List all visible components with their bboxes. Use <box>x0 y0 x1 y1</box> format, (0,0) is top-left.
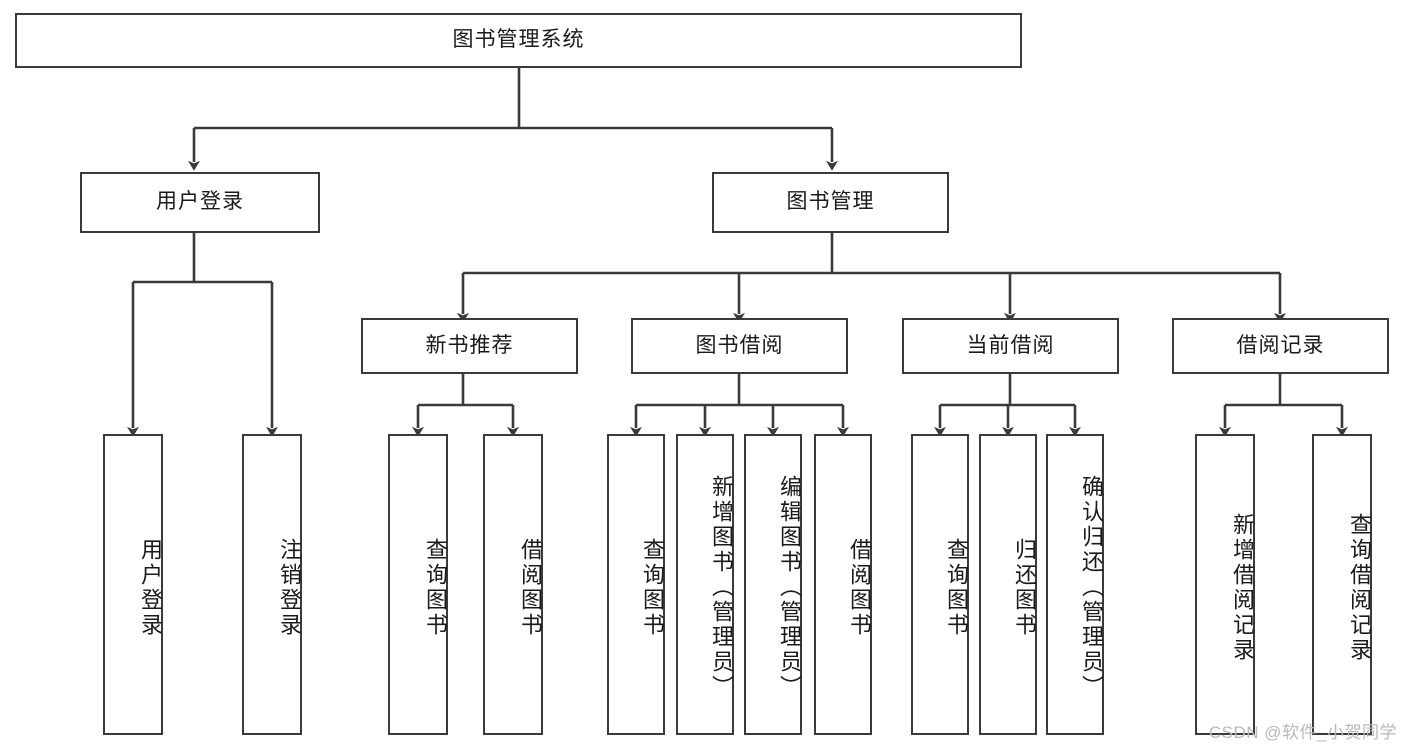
leaf-new-book-borrow[interactable]: 借阅图书 <box>483 434 543 735</box>
node-borrow-record[interactable]: 借阅记录 <box>1172 318 1389 374</box>
leaf-label: 查询图书 <box>640 537 665 638</box>
leaf-label: 注销登录 <box>277 537 302 638</box>
leaf-user-login-logout[interactable]: 注销登录 <box>242 434 302 735</box>
leaf-label: 查询图书 <box>944 537 969 638</box>
node-current-borrow-label: 当前借阅 <box>966 333 1055 357</box>
node-borrow-record-label: 借阅记录 <box>1236 333 1325 357</box>
node-root-label: 图书管理系统 <box>452 28 585 52</box>
node-book-borrow-label: 图书借阅 <box>695 333 784 357</box>
leaf-new-book-query[interactable]: 查询图书 <box>388 434 448 735</box>
node-user-login-label: 用户登录 <box>156 190 244 214</box>
leaf-label: 编辑图书（管理员） <box>777 475 802 700</box>
leaf-label: 归还图书 <box>1012 537 1037 638</box>
leaf-current-borrow-query[interactable]: 查询图书 <box>911 434 969 735</box>
leaf-label: 确认归还（管理员） <box>1079 475 1104 700</box>
node-user-login[interactable]: 用户登录 <box>80 172 320 233</box>
leaf-label: 借阅图书 <box>847 537 872 638</box>
leaf-borrow-record-query[interactable]: 查询借阅记录 <box>1312 434 1372 735</box>
leaf-book-borrow-add[interactable]: 新增图书（管理员） <box>676 434 734 735</box>
leaf-label: 查询图书 <box>423 537 448 638</box>
node-root[interactable]: 图书管理系统 <box>15 13 1022 68</box>
node-current-borrow[interactable]: 当前借阅 <box>902 318 1119 374</box>
leaf-label: 查询借阅记录 <box>1347 512 1372 663</box>
node-book-management-label: 图书管理 <box>786 190 875 214</box>
leaf-label: 新增图书（管理员） <box>709 475 734 700</box>
node-book-management[interactable]: 图书管理 <box>712 172 949 233</box>
leaf-book-borrow-query[interactable]: 查询图书 <box>607 434 665 735</box>
leaf-user-login-login[interactable]: 用户登录 <box>103 434 163 735</box>
watermark: CSDN @软件_小贺同学 <box>1208 723 1397 742</box>
leaf-book-borrow-borrow[interactable]: 借阅图书 <box>814 434 872 735</box>
leaf-label: 借阅图书 <box>518 537 543 638</box>
leaf-current-borrow-return[interactable]: 归还图书 <box>979 434 1037 735</box>
leaf-borrow-record-add[interactable]: 新增借阅记录 <box>1195 434 1255 735</box>
leaf-current-borrow-confirm[interactable]: 确认归还（管理员） <box>1046 434 1104 735</box>
leaf-label: 用户登录 <box>138 537 163 638</box>
leaf-label: 新增借阅记录 <box>1230 512 1255 663</box>
leaf-book-borrow-edit[interactable]: 编辑图书（管理员） <box>744 434 802 735</box>
node-new-book-recommend[interactable]: 新书推荐 <box>361 318 578 374</box>
node-book-borrow[interactable]: 图书借阅 <box>631 318 848 374</box>
node-new-book-recommend-label: 新书推荐 <box>425 333 514 357</box>
